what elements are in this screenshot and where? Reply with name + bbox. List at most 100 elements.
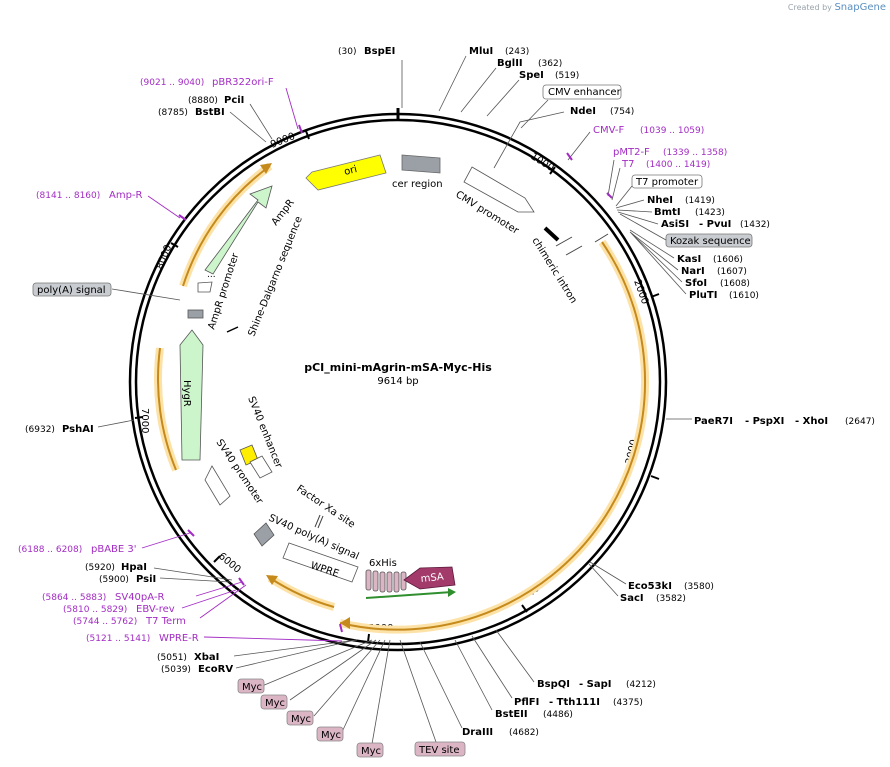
pflfi-pos: (4375)	[613, 698, 643, 708]
t7-promoter-box	[631, 174, 703, 189]
myc-mark-3	[379, 571, 386, 593]
myc-mark-2	[372, 570, 379, 592]
xbai-name: XbaI	[194, 652, 219, 663]
primer-leaders	[141, 87, 343, 642]
spei-pos: (519)	[555, 71, 579, 81]
leader-bspqi	[495, 629, 535, 683]
cmv-promoter-arrow	[463, 166, 535, 213]
tick-9000	[305, 130, 310, 140]
kasi-pos: (1606)	[713, 255, 743, 265]
position-ticks	[134, 108, 660, 643]
asisi-name: AsiSI	[661, 219, 689, 230]
hygr-arrow	[179, 329, 204, 461]
saci-pos: (3582)	[656, 594, 686, 604]
cmv-enhancer-label: CMV enhancer	[548, 87, 622, 98]
myc-label-3: Myc	[291, 714, 311, 725]
pspxi-name: - PspXI	[745, 416, 784, 427]
paer7i-pos: (2647)	[845, 417, 875, 427]
ampr-arrow	[204, 185, 273, 275]
kozak-label: Kozak sequence	[670, 236, 751, 247]
paer7i-name: PaeR7I	[694, 416, 733, 427]
chimeric-intron-mark-1	[555, 236, 573, 247]
saci-name: SacI	[620, 593, 644, 604]
myc-mark-5	[393, 571, 400, 593]
leader-xbai	[233, 639, 358, 657]
mark-pmt2f	[606, 192, 613, 199]
mark-wprer	[339, 623, 343, 633]
t7term-pos: (5744 .. 5762)	[73, 617, 137, 627]
mark-pbr322	[298, 124, 303, 134]
myc-box-2	[260, 694, 288, 710]
tick-5000	[367, 633, 370, 643]
pshai-pos: (6932)	[25, 425, 55, 435]
leader-mlui	[438, 55, 467, 112]
tick-4000	[521, 604, 528, 613]
tick-label-6000: 6000	[216, 551, 243, 576]
orf-arc-main-head	[340, 617, 350, 629]
ori-label: ori	[343, 164, 358, 178]
t7-primer-pos: (1400 .. 1419)	[646, 160, 710, 170]
bspqi-name: BspQI	[537, 679, 570, 690]
t7-primer-name: T7	[621, 159, 634, 170]
bstbi-name: BstBI	[195, 107, 225, 118]
bglii-name: BglII	[497, 58, 523, 69]
enzyme-labels: (30) BspEI MluI (243) BglII (362) SpeI (…	[25, 46, 875, 738]
chimeric-intron-mark-3	[594, 233, 609, 243]
leader-psii	[159, 577, 231, 583]
cer-region-label: cer region	[392, 179, 443, 190]
myc-label-5: Myc	[361, 746, 381, 757]
myc-mark-4	[386, 571, 393, 593]
tick-3000	[650, 475, 660, 480]
leader-ndei	[493, 111, 565, 169]
orf-arc-wpre-glow	[267, 574, 336, 611]
sv40-enhancer-box-2	[249, 455, 273, 479]
tick-label-7000: 7000	[139, 408, 150, 433]
sv40pa-pos: (5864 .. 5883)	[42, 593, 106, 603]
polya-label: poly(A) signal	[37, 285, 106, 296]
mark-sv40pa	[238, 577, 245, 586]
mlui-pos: (243)	[505, 47, 529, 57]
leader-kasi	[629, 229, 675, 259]
cmvf-pos: (1039 .. 1059)	[640, 126, 704, 136]
tick-2000	[650, 293, 660, 298]
pflfi-name: PflFI	[514, 697, 539, 708]
leader-pluti	[631, 233, 687, 295]
eco53ki-name: Eco53kI	[628, 581, 672, 592]
myc-box-5	[356, 742, 384, 758]
snapgene-credit: Created by SnapGene	[788, 2, 886, 13]
wprer-name: WPRE-R	[159, 633, 199, 644]
pbr322-pos: (9021 .. 9040)	[140, 78, 204, 88]
leader-bmti	[616, 209, 653, 213]
orf-arc-main-glow	[339, 239, 649, 634]
his-label: 6xHis	[369, 558, 397, 569]
mlui-name: MluI	[469, 46, 493, 57]
leader-polya	[111, 288, 181, 301]
asisi-pos: (1432)	[740, 220, 770, 230]
leader-asisi	[617, 211, 659, 225]
bspei-pos: (30)	[338, 47, 356, 57]
leader-pshai	[97, 419, 135, 428]
orf-arc-left	[157, 347, 177, 471]
bmti-name: BmtI	[654, 207, 681, 218]
leader-draiii	[419, 641, 463, 729]
shine-dalgarno-mark	[226, 326, 239, 333]
shine-dalgarno-box	[187, 309, 204, 319]
eco53ki-pos: (3580)	[684, 582, 714, 592]
tick-7000	[134, 416, 144, 419]
plasmid-name: pCI_mini-mAgrin-mSA-Myc-His	[304, 361, 492, 374]
credit-prefix: Created by	[787, 3, 832, 12]
nhei-name: NheI	[647, 195, 673, 206]
pluti-name: PluTI	[689, 290, 717, 301]
sv40pa-name: SV40pA-R	[115, 592, 164, 603]
pluti-pos: (1610)	[729, 291, 759, 301]
hpai-name: HpaI	[121, 562, 147, 573]
tev-label: TEV site	[418, 745, 460, 756]
draiii-pos: (4682)	[509, 728, 539, 738]
cer-region-box	[401, 154, 441, 174]
leader-nari	[629, 231, 679, 271]
leader-myc-2	[289, 639, 377, 701]
leader-saci	[588, 563, 619, 597]
myc-label-1: Myc	[242, 682, 262, 693]
factor-xa-mark-2	[317, 515, 324, 529]
ecorv-name: EcoRV	[198, 664, 233, 675]
